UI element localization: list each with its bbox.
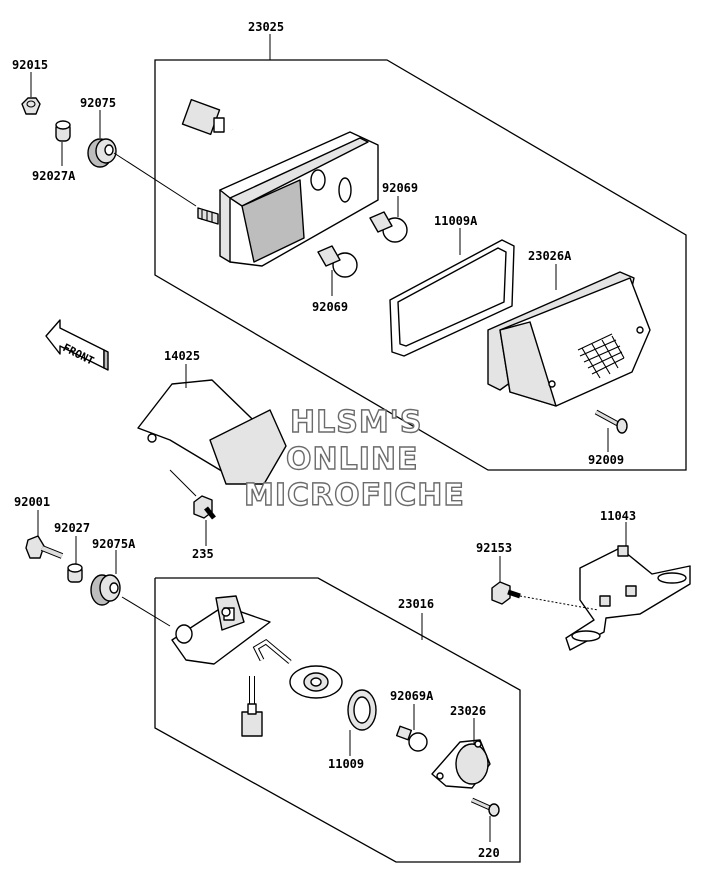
label-11043: 11043 (600, 509, 636, 523)
label-92015: 92015 (12, 58, 48, 72)
label-11009: 11009 (328, 757, 364, 771)
tail-light-housing-23025 (181, 98, 379, 267)
watermark-line-2: ONLINE (286, 442, 419, 477)
collar-92027 (67, 536, 83, 583)
lens-reflector-pattern (577, 333, 625, 379)
label-92069-upper: 92069 (382, 181, 418, 195)
bolt-92001 (25, 510, 64, 559)
screw-92009 (594, 409, 628, 452)
o-ring-11009 (347, 689, 377, 756)
license-light-bracket (171, 595, 271, 665)
bulb-92069-upper (369, 196, 408, 243)
label-92069A: 92069A (390, 689, 434, 703)
bulb-92069-lower (317, 245, 358, 296)
front-direction-arrow: FRONT (45, 319, 109, 371)
label-23026A: 23026A (528, 249, 572, 263)
label-92027A: 92027A (32, 169, 76, 183)
cover-14025 (137, 364, 287, 497)
watermark-line-1: HLSM'S (290, 405, 422, 440)
label-11009A: 11009A (434, 214, 478, 228)
label-23016: 23016 (398, 597, 434, 611)
label-92069-lower: 92069 (312, 300, 348, 314)
label-92075A: 92075A (92, 537, 136, 551)
label-235: 235 (192, 547, 214, 561)
watermark-line-3: MICROFICHE (244, 478, 465, 513)
assembly-box-23025 (154, 34, 687, 471)
label-14025: 14025 (164, 349, 200, 363)
socket-holder (289, 665, 343, 699)
grommet-92075 (87, 110, 197, 207)
label-92027: 92027 (54, 521, 90, 535)
part-labels: 23025 92015 92075 92027A 92069 11009A 23… (12, 20, 636, 860)
bracket-11043 (565, 522, 691, 651)
grommet-92075A (90, 550, 171, 627)
socket-wire (241, 638, 292, 737)
label-23025: 23025 (248, 20, 284, 34)
screw-220 (470, 797, 500, 842)
label-23026: 23026 (450, 704, 486, 718)
assembly-box-23016 (154, 577, 521, 863)
lens-23026 (431, 718, 491, 789)
label-92001: 92001 (14, 495, 50, 509)
watermark: HLSM'S ONLINE MICROFICHE (243, 404, 465, 513)
bulb-92069A (395, 704, 428, 752)
label-220: 220 (478, 846, 500, 860)
label-92153: 92153 (476, 541, 512, 555)
gasket-11009A (389, 228, 515, 357)
lens-23026A (487, 264, 651, 407)
collar-92027A (55, 120, 71, 166)
nut-92015 (21, 72, 41, 115)
bolt-92153 (491, 556, 599, 611)
label-92009: 92009 (588, 453, 624, 467)
bolt-235 (193, 495, 216, 546)
label-92075: 92075 (80, 96, 116, 110)
